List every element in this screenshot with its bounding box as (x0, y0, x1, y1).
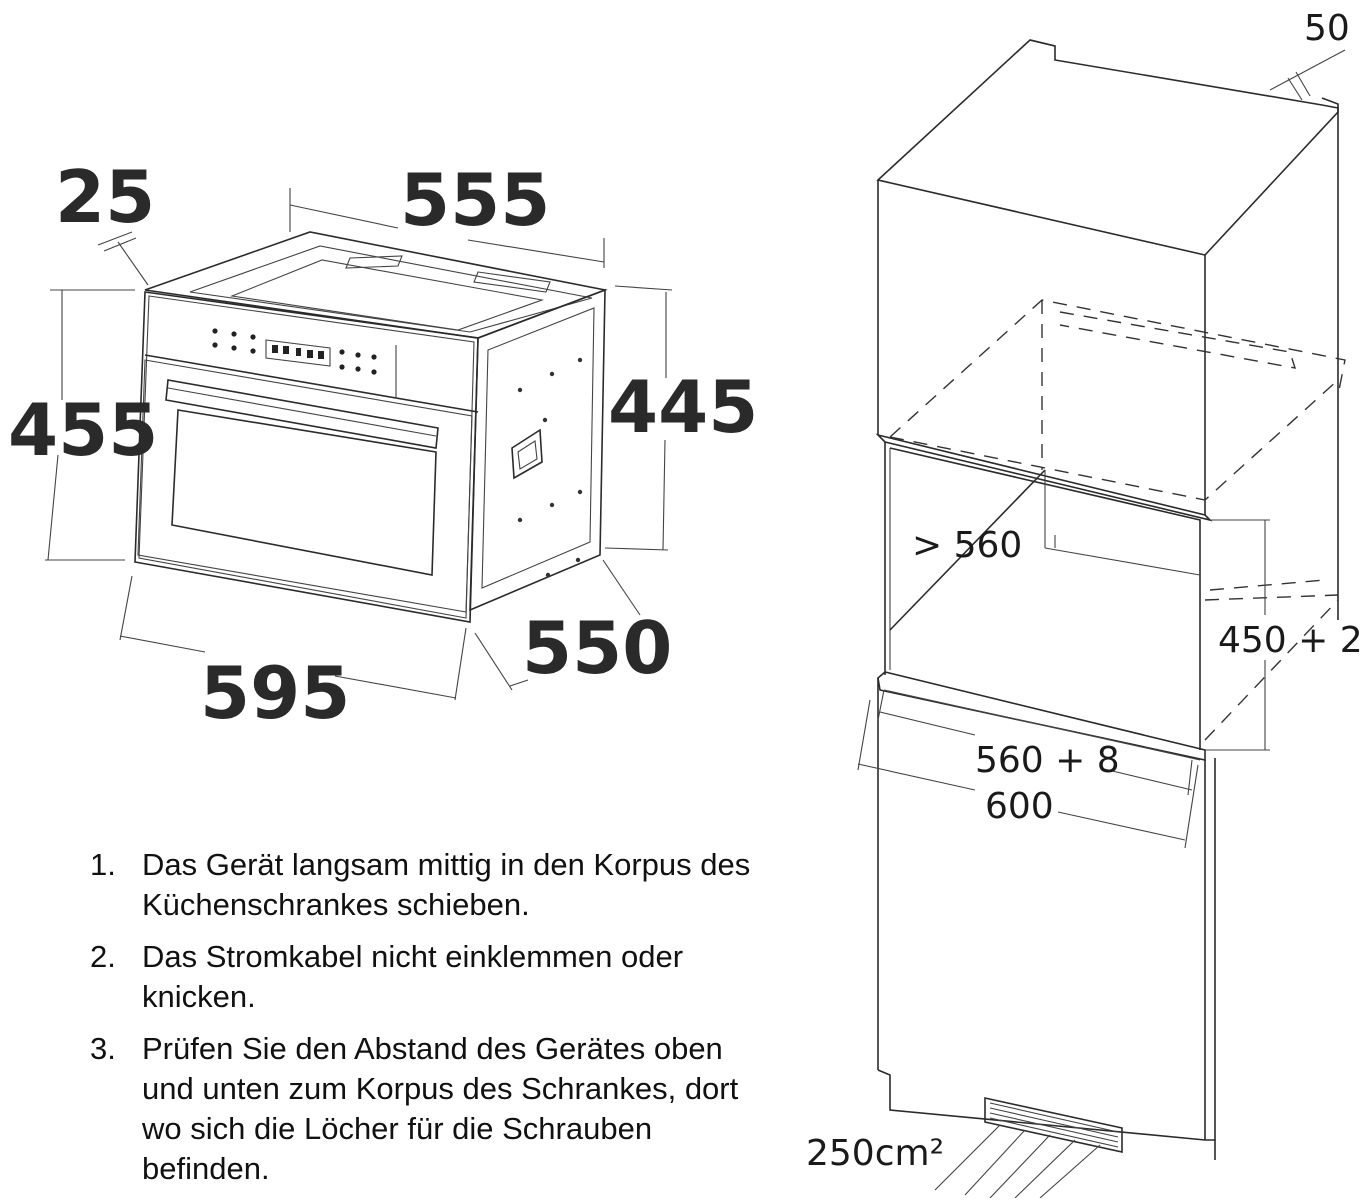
instruction-text: Das Stromkabel nicht einklemmen oder kni… (142, 939, 684, 1014)
instruction-number: 1. (90, 847, 116, 882)
instruction-number: 3. (90, 1031, 116, 1066)
dim-vent-area: 250cm² (806, 1133, 944, 1174)
cabinet-drawing (875, 39, 1346, 1198)
dim-555: 555 (400, 158, 550, 242)
instruction-number: 2. (90, 939, 116, 974)
dim-550: 550 (522, 606, 672, 690)
instruction-item: 2. Das Stromkabel nicht einklemmen oder … (90, 937, 780, 1017)
oven-dimension-lines (45, 188, 673, 701)
dim-depth-min: > 560 (912, 525, 1022, 566)
dim-cabinet-width: 600 (985, 786, 1054, 827)
oven-drawing (134, 231, 608, 623)
dim-25: 25 (55, 155, 155, 239)
dim-445: 445 (608, 365, 758, 449)
instruction-item: 3. Prüfen Sie den Abstand des Gerätes ob… (90, 1029, 780, 1189)
dim-455: 455 (8, 388, 158, 472)
instruction-list: 1. Das Gerät langsam mittig in den Korpu… (90, 845, 780, 1201)
dim-niche-width: 560 + 8 (975, 740, 1120, 781)
dim-595: 595 (200, 651, 350, 735)
dim-niche-height: 450 + 2 (1218, 620, 1362, 661)
cabinet-dimension-lines (857, 49, 1346, 849)
instruction-item: 1. Das Gerät langsam mittig in den Korpu… (90, 845, 780, 925)
dim-50: 50 (1304, 8, 1350, 49)
instruction-text: Das Gerät langsam mittig in den Korpus d… (142, 847, 751, 922)
instruction-text: Prüfen Sie den Abstand des Gerätes oben … (142, 1031, 739, 1186)
